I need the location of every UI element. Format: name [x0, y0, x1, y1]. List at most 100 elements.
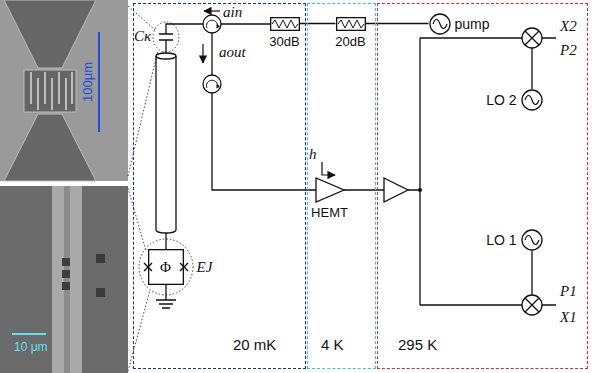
attenuator-symbol: 30dB — [265, 17, 305, 50]
squid-micrograph-part — [62, 270, 70, 278]
source-label: pump — [455, 16, 490, 32]
source-outline-part — [430, 14, 450, 34]
circuit-wire — [156, 24, 556, 308]
mixer-symbol-part — [525, 298, 539, 312]
circuit-wire-part — [166, 24, 203, 34]
signal-arrow — [203, 11, 335, 175]
squid-micrograph-part — [96, 254, 105, 263]
mixer-symbol-part — [522, 295, 542, 315]
squid-micrograph-part — [0, 186, 128, 373]
source-outline-part — [525, 95, 539, 104]
circuit-wire-part — [159, 34, 173, 40]
squid-micrograph-part — [64, 186, 70, 373]
signal-wire — [366, 23, 429, 24]
signal-label: Cκ — [134, 28, 151, 44]
capacitor-micrograph-part — [0, 0, 128, 181]
circuit-wire-part — [212, 93, 316, 190]
source-symbol: LO 2 — [521, 89, 543, 111]
attenuator-outline — [336, 17, 366, 31]
capacitor-micrograph-part — [31, 72, 72, 110]
source-outline — [521, 89, 543, 111]
circuit-wire-part — [165, 40, 166, 53]
source-symbol: pump — [429, 13, 451, 35]
attenuation-value: 20dB — [335, 34, 365, 50]
signal-label: X1 — [560, 309, 577, 325]
capacitor-micrograph-part — [24, 70, 76, 112]
attenuation-value: 30dB — [269, 34, 299, 50]
circulator-symbol-part — [203, 15, 221, 33]
attenuator-symbol: 20dB — [331, 17, 371, 50]
zoom-leader — [128, 6, 193, 371]
source-outline-part — [522, 90, 542, 110]
source-outline — [521, 229, 543, 251]
amplifier-outline — [309, 177, 351, 203]
circuit-wire-part — [408, 38, 522, 305]
squid-symbol: ΦEJ — [148, 249, 184, 285]
amplifier-symbol: HEMT — [309, 177, 351, 221]
capacitor-micrograph-part — [4, 0, 96, 68]
attenuator-outline — [270, 17, 300, 31]
circuit-wire-part — [156, 56, 176, 233]
circuit-wire-part — [384, 178, 408, 202]
source-label: LO 2 — [486, 92, 516, 108]
amplifier-label: HEMT — [311, 205, 348, 221]
signal-label: X2 — [560, 18, 577, 34]
source-label: LO 1 — [486, 232, 516, 248]
stage-label: 295 K — [398, 337, 437, 353]
signal-label: P1 — [560, 283, 577, 299]
circulator-symbol-part — [207, 20, 218, 28]
signal-label: h — [309, 146, 317, 162]
circuit-wire-part — [165, 285, 166, 300]
circuit-wire-part — [165, 233, 166, 249]
squid-micrograph — [0, 186, 128, 373]
signal-label: aout — [219, 44, 246, 60]
source-outline-part — [525, 235, 539, 244]
signal-label: 100μm — [80, 62, 96, 102]
capacitor-micrograph-part — [4, 114, 96, 181]
signal-arrow-part — [202, 44, 203, 63]
signal-arrow-part — [204, 10, 220, 11]
source-outline-part — [433, 19, 447, 28]
signal-arrow-part — [322, 162, 335, 175]
signal-label: P2 — [560, 42, 577, 58]
junction-dot — [418, 188, 422, 192]
squid-micrograph-part — [52, 186, 82, 373]
circulator-symbol-part — [207, 80, 218, 88]
source-outline-part — [522, 230, 542, 250]
attenuator-outline-part — [272, 20, 298, 28]
signal-label: ain — [223, 4, 242, 20]
attenuator-outline-part — [336, 17, 365, 30]
squid-label: Φ — [148, 259, 184, 275]
circulator-symbol-part — [203, 75, 221, 93]
circuit-wire-part — [221, 23, 270, 24]
mixer-symbol-part — [522, 28, 542, 48]
stage-label: 4 K — [321, 337, 344, 353]
squid-micrograph-part — [96, 288, 105, 297]
squid-micrograph-part — [12, 333, 46, 335]
stage-label: 20 mK — [233, 337, 276, 353]
circulator-symbol — [203, 15, 221, 93]
squid-label: EJ — [197, 259, 213, 275]
temperature-stage: pump LO 2 LO 1 295 K — [377, 3, 588, 369]
zoom-leader-part — [128, 188, 146, 251]
mixer-symbol-part — [525, 31, 539, 45]
capacitor-micrograph-part — [98, 32, 100, 132]
source-symbol: LO 1 — [521, 229, 543, 251]
squid-micrograph-part — [62, 258, 70, 266]
mixer-symbol — [522, 28, 542, 315]
circuit-wire-part — [156, 300, 176, 308]
circuit-wire-part — [156, 53, 176, 59]
attenuator-outline-part — [338, 20, 364, 28]
attenuator-outline-part — [270, 17, 299, 30]
capacitor-micrograph — [0, 0, 128, 181]
circuit-wire-part — [542, 38, 556, 305]
signal-wire — [300, 23, 336, 24]
amplifier-outline-part — [316, 178, 344, 202]
circuit-wire-part — [531, 48, 532, 295]
signal-label: 10 μm — [14, 339, 48, 355]
squid-loop-part — [148, 249, 183, 284]
squid-micrograph-part — [62, 282, 70, 290]
